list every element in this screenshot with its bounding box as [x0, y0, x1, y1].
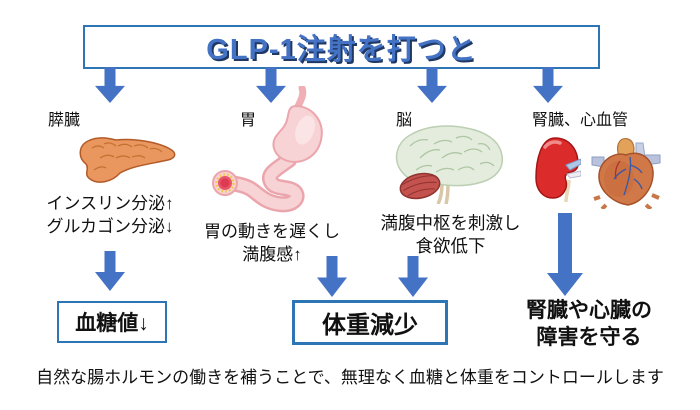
footer-summary: 自然な腸ホルモンの働きを補うことで、無理なく血糖と体重をコントロールします	[36, 368, 664, 387]
organ-label-brain: 脳	[396, 112, 413, 129]
effect-pancreas: インスリン分泌↑ グルカゴン分泌↓	[46, 194, 174, 236]
effect-brain: 満腹中枢を刺激し 食欲低下	[380, 213, 521, 256]
stomach-icon	[212, 86, 323, 213]
down-arrow-icon	[95, 67, 125, 103]
result-weight-loss: 体重減少	[322, 312, 418, 339]
down-arrow-icon	[398, 256, 428, 297]
effect-stomach: 胃の動きを遅くし 満腹感↑	[204, 222, 340, 264]
kidney-icon	[535, 137, 581, 203]
heart-icon	[591, 138, 661, 209]
down-arrow-icon	[417, 67, 447, 103]
organ-label-kidney-cardio: 腎臓、心血管	[532, 112, 629, 129]
result-blood-sugar: 血糖値↓	[75, 312, 149, 335]
pancreas-icon	[79, 137, 176, 183]
down-arrow-icon	[256, 67, 286, 103]
title-box: GLP-1注射を打つと	[83, 25, 600, 69]
result-box-weight-loss: 体重減少	[292, 300, 448, 345]
down-arrow-icon	[547, 213, 583, 296]
result-box-blood-sugar: 血糖値↓	[57, 301, 167, 343]
organ-label-pancreas: 膵臓	[48, 112, 81, 129]
down-arrow-icon	[95, 251, 125, 291]
down-arrow-icon	[317, 256, 347, 297]
diagram-title: GLP-1注射を打つと	[206, 34, 477, 66]
result-kidney-heart: 腎臓や心臓の 障害を守る	[526, 299, 652, 349]
down-arrow-icon	[533, 67, 563, 103]
brain-icon	[395, 125, 504, 204]
organ-label-stomach: 胃	[240, 112, 257, 129]
